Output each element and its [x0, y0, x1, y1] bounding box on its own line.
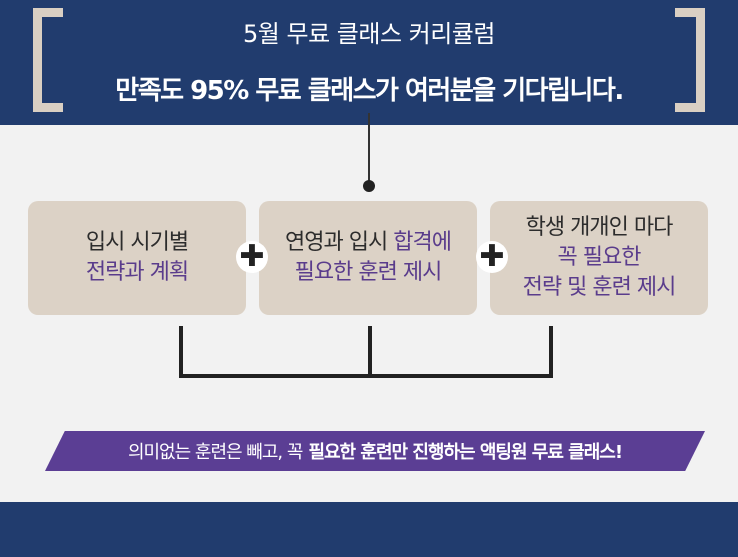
connector-dot	[363, 180, 375, 192]
tagline-regular: 의미없는 훈련은 빼고, 꼭	[127, 442, 303, 463]
card-line-accent: 전략과 계획	[85, 260, 189, 285]
bottom-bracket-line	[179, 326, 553, 378]
right-bracket-decoration	[675, 8, 705, 112]
card-training: 연영과 입시 합격에 필요한 훈련 제시	[259, 201, 477, 315]
header-subtitle: 5월 무료 클래스 커리큘럼	[243, 20, 495, 48]
card-timing-strategy: 입시 시기별 전략과 계획	[28, 201, 246, 315]
card-text-accent: 합격에	[393, 230, 452, 255]
card-line-accent: 필요한 훈련 제시	[294, 260, 443, 285]
footer-bar	[0, 502, 738, 557]
plus-icon: ✚	[236, 241, 268, 273]
header-title: 만족도 95% 무료 클래스가 여러분을 기다립니다.	[115, 76, 624, 106]
left-bracket-decoration	[33, 8, 63, 112]
card-personal: 학생 개개인 마다 꼭 필요한 전략 및 훈련 제시	[490, 201, 708, 315]
card-line: 입시 시기별	[85, 230, 189, 255]
card-line: 연영과 입시 합격에	[285, 228, 452, 258]
card-line-accent: 전략 및 훈련 제시	[522, 275, 677, 300]
card-line-accent: 꼭 필요한	[557, 245, 642, 270]
card-text: 연영과 입시	[285, 230, 394, 255]
connector-line	[368, 113, 370, 185]
header-banner: 5월 무료 클래스 커리큘럼 만족도 95% 무료 클래스가 여러분을 기다립니…	[0, 0, 738, 125]
card-line: 학생 개개인 마다	[525, 215, 674, 240]
tagline-banner: 의미없는 훈련은 빼고, 꼭 필요한 훈련만 진행하는 액팅원 무료 클래스!	[45, 431, 705, 471]
plus-icon: ✚	[476, 241, 508, 273]
tagline-bold: 필요한 훈련만 진행하는 액팅원 무료 클래스!	[308, 442, 623, 463]
bottom-center-line	[368, 326, 372, 376]
